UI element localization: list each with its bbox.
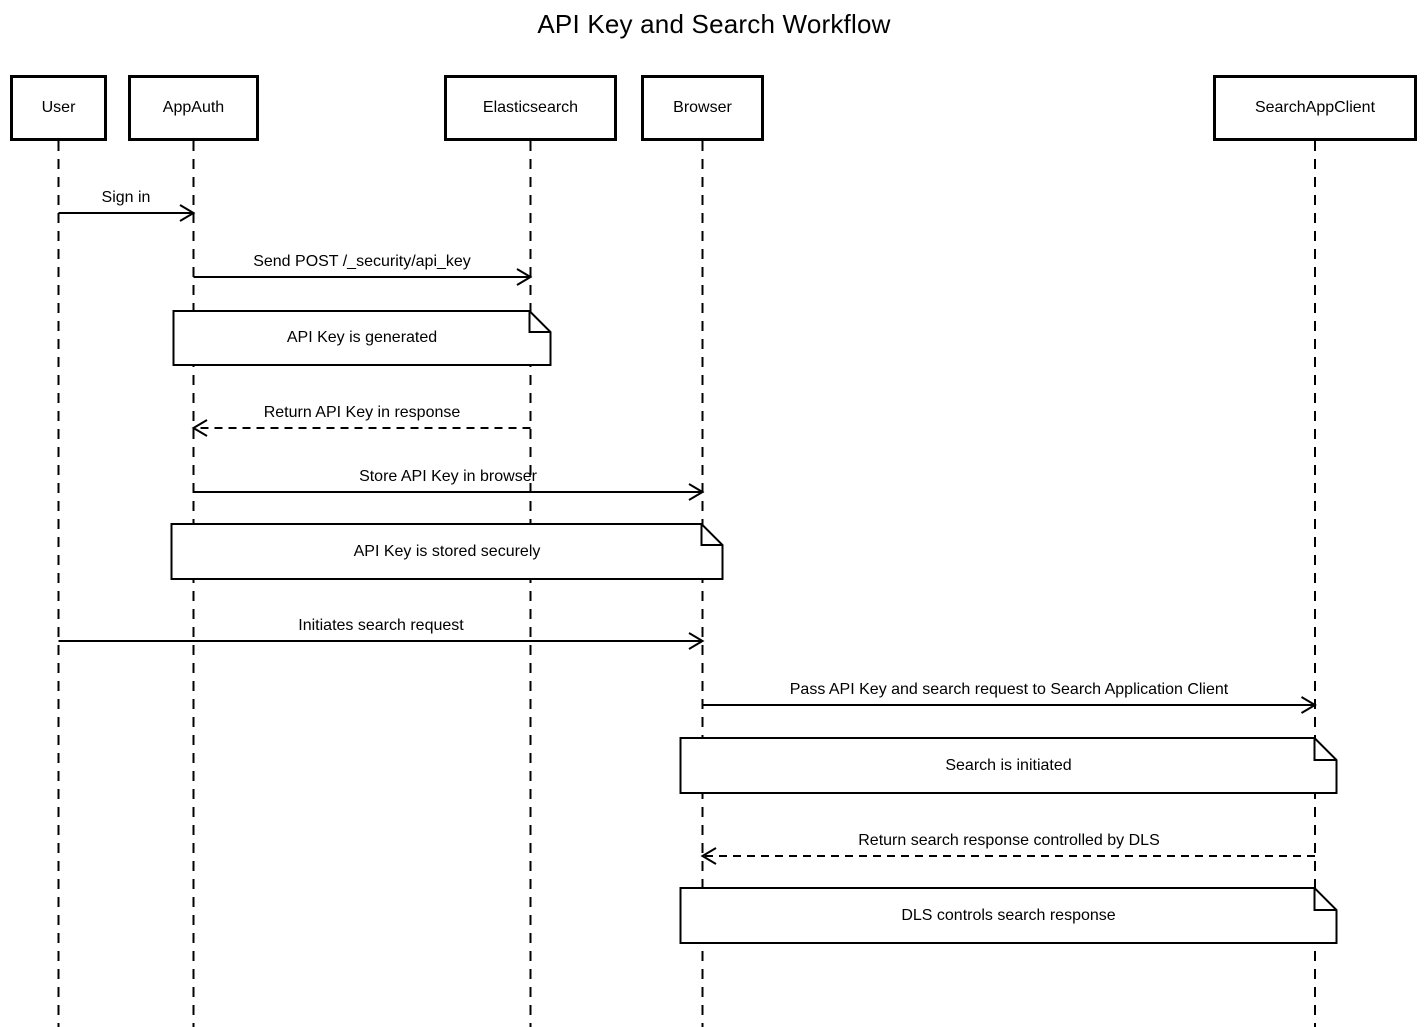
participant-label: AppAuth xyxy=(162,99,225,116)
lifelines xyxy=(57,141,1316,1027)
message-label-pass-api-key: Pass API Key and search request to Searc… xyxy=(789,681,1229,698)
arrow-return-search-response xyxy=(700,847,1315,865)
arrow-send-post xyxy=(193,268,533,286)
arrow-initiates-search xyxy=(58,632,705,650)
note-label-dls-controls: DLS controls search response xyxy=(901,906,1116,924)
diagram-title: API Key and Search Workflow xyxy=(537,9,891,39)
arrowhead-left-icon xyxy=(700,847,717,865)
arrow-sign-in xyxy=(58,204,196,222)
arrowhead-right-icon xyxy=(179,204,196,222)
message-label-send-post: Send POST /_security/api_key xyxy=(253,253,471,270)
arrowhead-left-icon xyxy=(191,419,208,437)
message-label-initiates-search: Initiates search request xyxy=(298,617,464,634)
note-shape-dls-controls xyxy=(679,887,1338,944)
participant-browser: Browser xyxy=(641,75,764,141)
arrowhead-right-icon xyxy=(688,632,705,650)
note-label-api-key-stored: API Key is stored securely xyxy=(353,542,541,560)
participant-label: User xyxy=(41,99,76,116)
participant-user: User xyxy=(10,75,107,141)
note-shapes xyxy=(170,310,1338,944)
participant-label: Elasticsearch xyxy=(482,99,579,116)
note-label-api-key-generated: API Key is generated xyxy=(286,329,438,346)
participant-appauth: AppAuth xyxy=(128,75,259,141)
arrow-pass-api-key xyxy=(702,696,1317,714)
participant-elasticsearch: Elasticsearch xyxy=(444,75,617,141)
note-shape-api-key-generated xyxy=(172,310,552,366)
note-label-search-initiated: Search is initiated xyxy=(945,756,1072,774)
note-shape-api-key-stored xyxy=(170,523,724,580)
message-arrows xyxy=(58,204,1317,865)
message-label-return-search-response: Return search response controlled by DLS xyxy=(858,832,1160,849)
participant-searchappclient: SearchAppClient xyxy=(1213,75,1417,141)
arrow-return-api-key xyxy=(191,419,531,437)
arrowhead-right-icon xyxy=(688,483,705,501)
participant-label: SearchAppClient xyxy=(1254,99,1376,116)
message-label-store-api-key: Store API Key in browser xyxy=(359,468,537,485)
message-label-sign-in: Sign in xyxy=(101,189,151,206)
arrowhead-right-icon xyxy=(1300,696,1317,714)
arrow-store-api-key xyxy=(193,483,705,501)
arrowhead-right-icon xyxy=(516,268,533,286)
message-label-return-api-key: Return API Key in response xyxy=(263,404,461,421)
participant-label: Browser xyxy=(673,99,732,116)
note-shape-search-initiated xyxy=(679,737,1338,794)
